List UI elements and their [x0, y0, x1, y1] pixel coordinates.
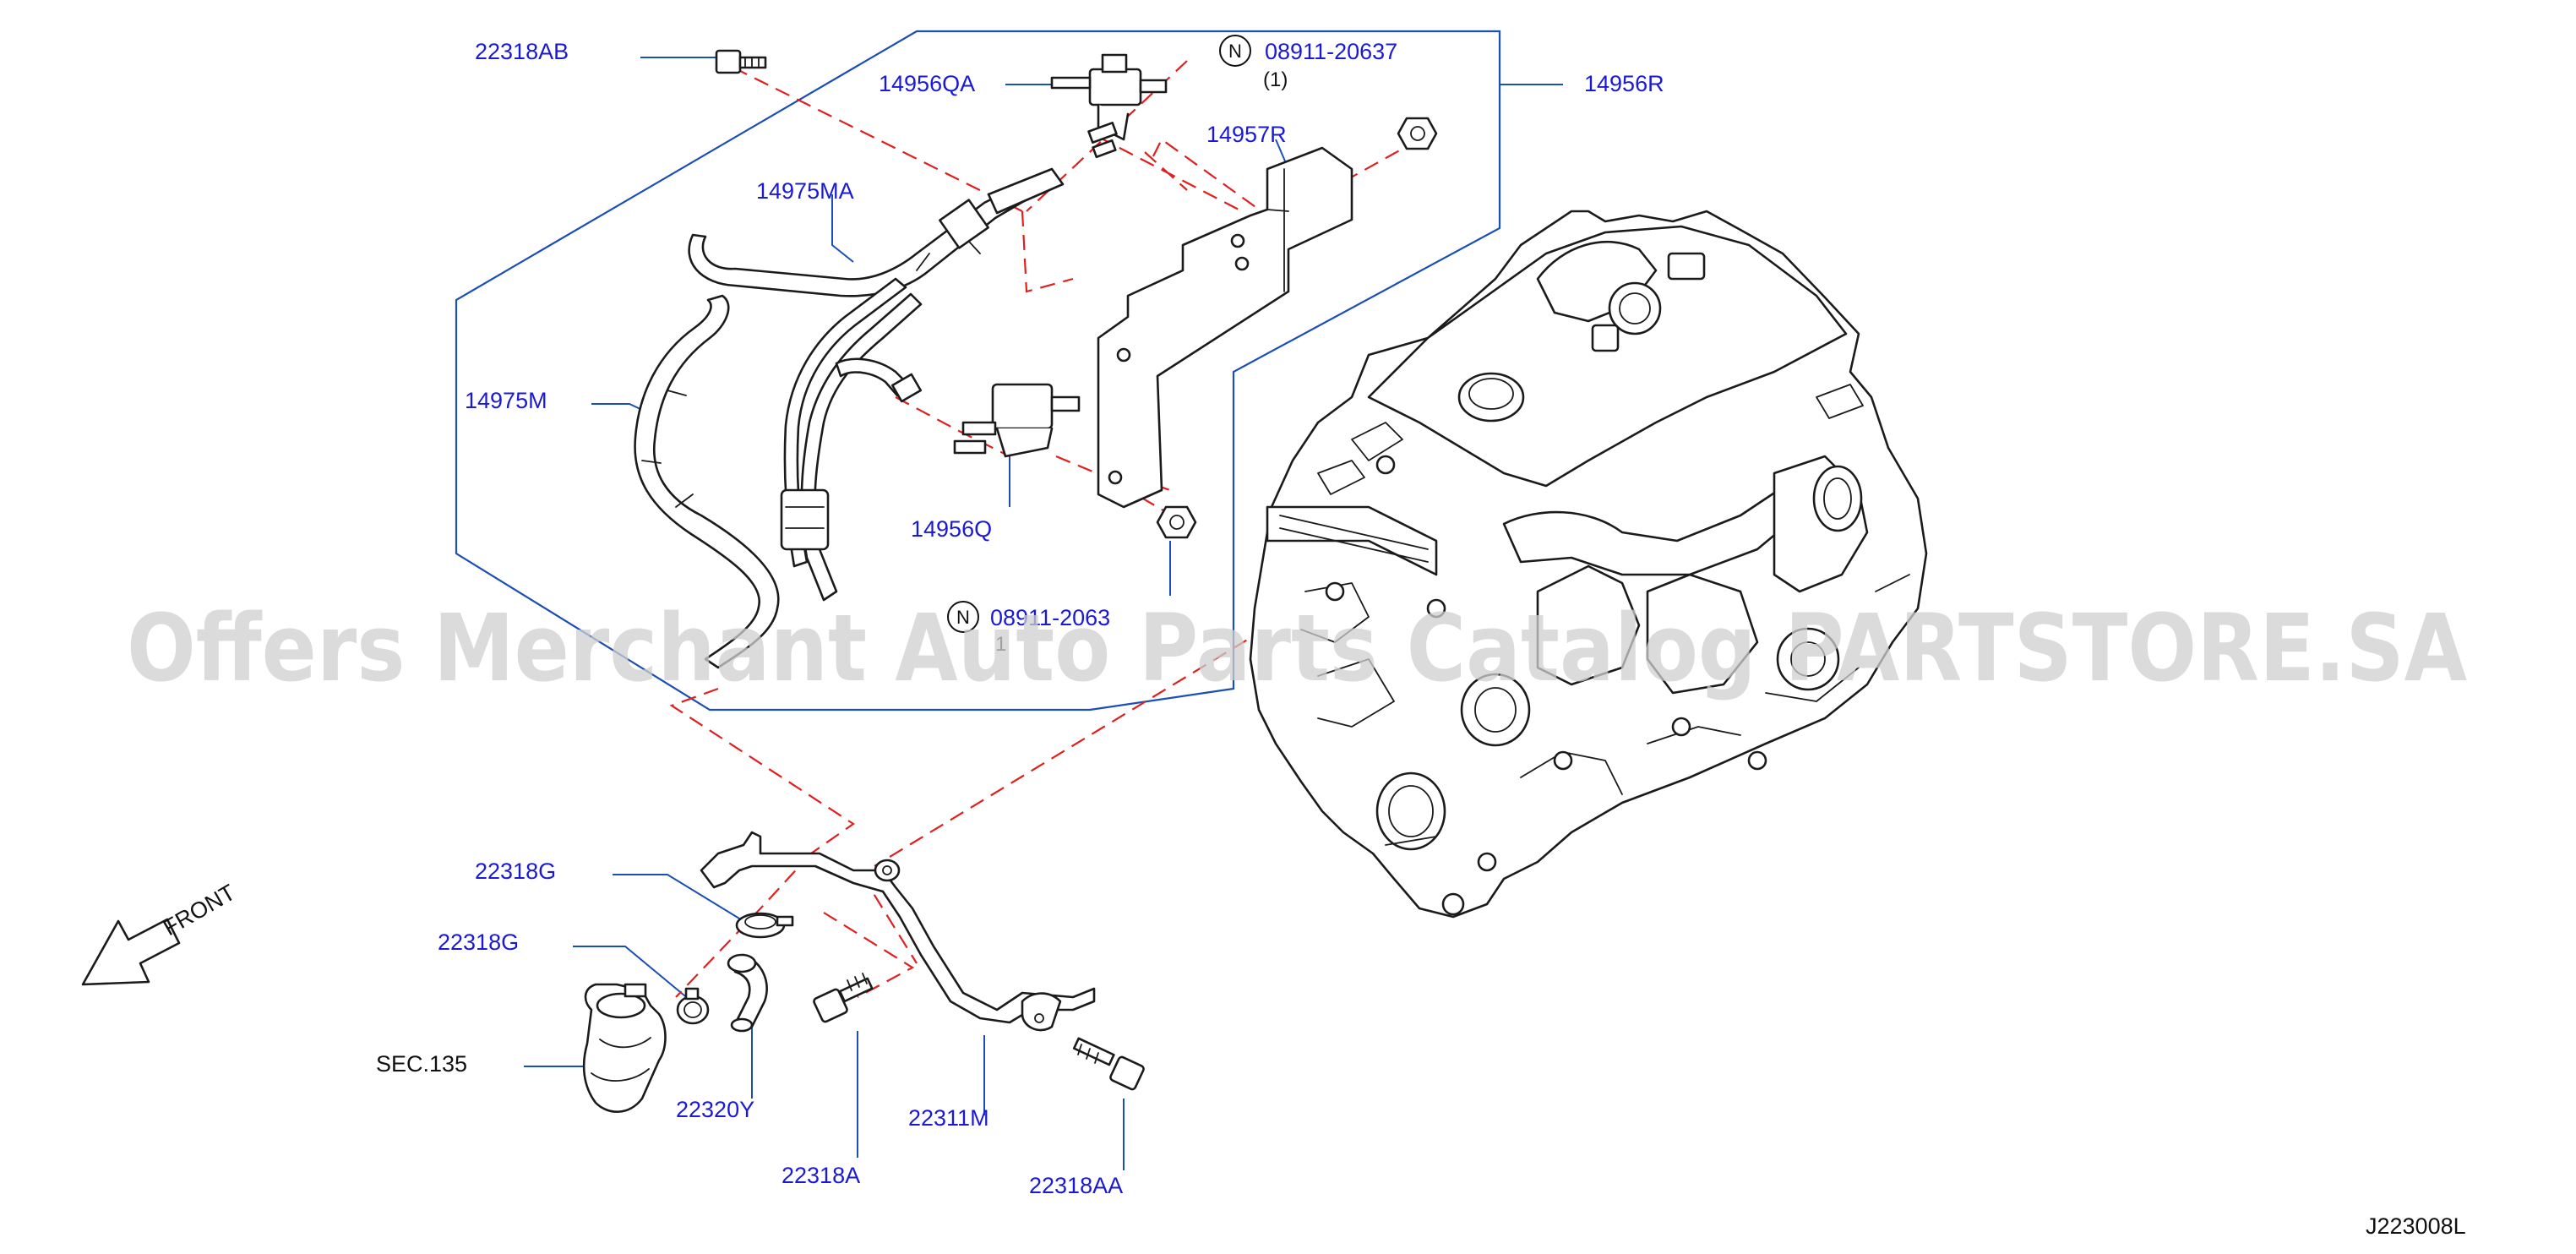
diagram-code: J223008L: [2366, 1213, 2466, 1239]
front-arrow: [81, 918, 181, 986]
sec135-component: [582, 983, 667, 1113]
label-14956Q[interactable]: 14956Q: [911, 516, 992, 542]
watermark: Offers Merchant Auto Parts Catalog PARTS…: [127, 594, 2467, 702]
bracket-14957R: [1097, 146, 1353, 509]
label-22318A[interactable]: 22318A: [782, 1163, 860, 1188]
label-08911-top[interactable]: 08911-20637: [1265, 39, 1397, 64]
nut-top: [1397, 117, 1438, 150]
clamp-22318G-a: [735, 912, 794, 939]
label-14956QA[interactable]: 14956QA: [879, 71, 975, 96]
clamp-22318G-b: [676, 987, 710, 1025]
hose-14975MA: [688, 167, 1065, 297]
group-boundary: [455, 30, 1501, 712]
tube-22311M: [700, 831, 1096, 1032]
label-14957R[interactable]: 14957R: [1206, 122, 1287, 147]
label-14975MA[interactable]: 14975MA: [756, 178, 854, 204]
label-22318G-a[interactable]: 22318G: [475, 859, 556, 884]
nut-middle: [1156, 505, 1197, 539]
pipe-bundle: [780, 277, 923, 602]
bolt-22318A: [813, 973, 874, 1023]
label-08911-middle[interactable]: 08911-2063: [990, 605, 1110, 630]
n-marker-top-text: N: [1228, 41, 1242, 62]
label-22318AB[interactable]: 22318AB: [475, 39, 569, 64]
leader-lines: [524, 57, 1563, 1170]
n-marker-middle-text: N: [956, 607, 970, 628]
hose-14975M: [634, 294, 780, 669]
hose-22320Y: [727, 953, 768, 1033]
label-front: FRONT: [159, 880, 240, 940]
label-14975M[interactable]: 14975M: [465, 388, 547, 413]
bolt-22318AA: [1072, 1037, 1145, 1091]
valve-14956QA: [1050, 53, 1168, 159]
label-08911-top-qty: (1): [1263, 68, 1288, 91]
label-22318G-b[interactable]: 22318G: [438, 930, 519, 955]
engine-block: [1249, 210, 1928, 919]
label-14956R[interactable]: 14956R: [1584, 71, 1664, 96]
valve-14956Q: [953, 383, 1081, 458]
label-22311M[interactable]: 22311M: [908, 1105, 989, 1131]
label-22318AA[interactable]: 22318AA: [1029, 1173, 1123, 1198]
bolt-22318AB: [715, 49, 767, 74]
label-22320Y[interactable]: 22320Y: [676, 1097, 754, 1122]
n-marker-top: N: [1219, 35, 1251, 67]
label-sec135[interactable]: SEC.135: [376, 1051, 467, 1077]
label-08911-middle-qty: 1: [995, 633, 1006, 656]
n-marker-middle: N: [947, 601, 979, 633]
